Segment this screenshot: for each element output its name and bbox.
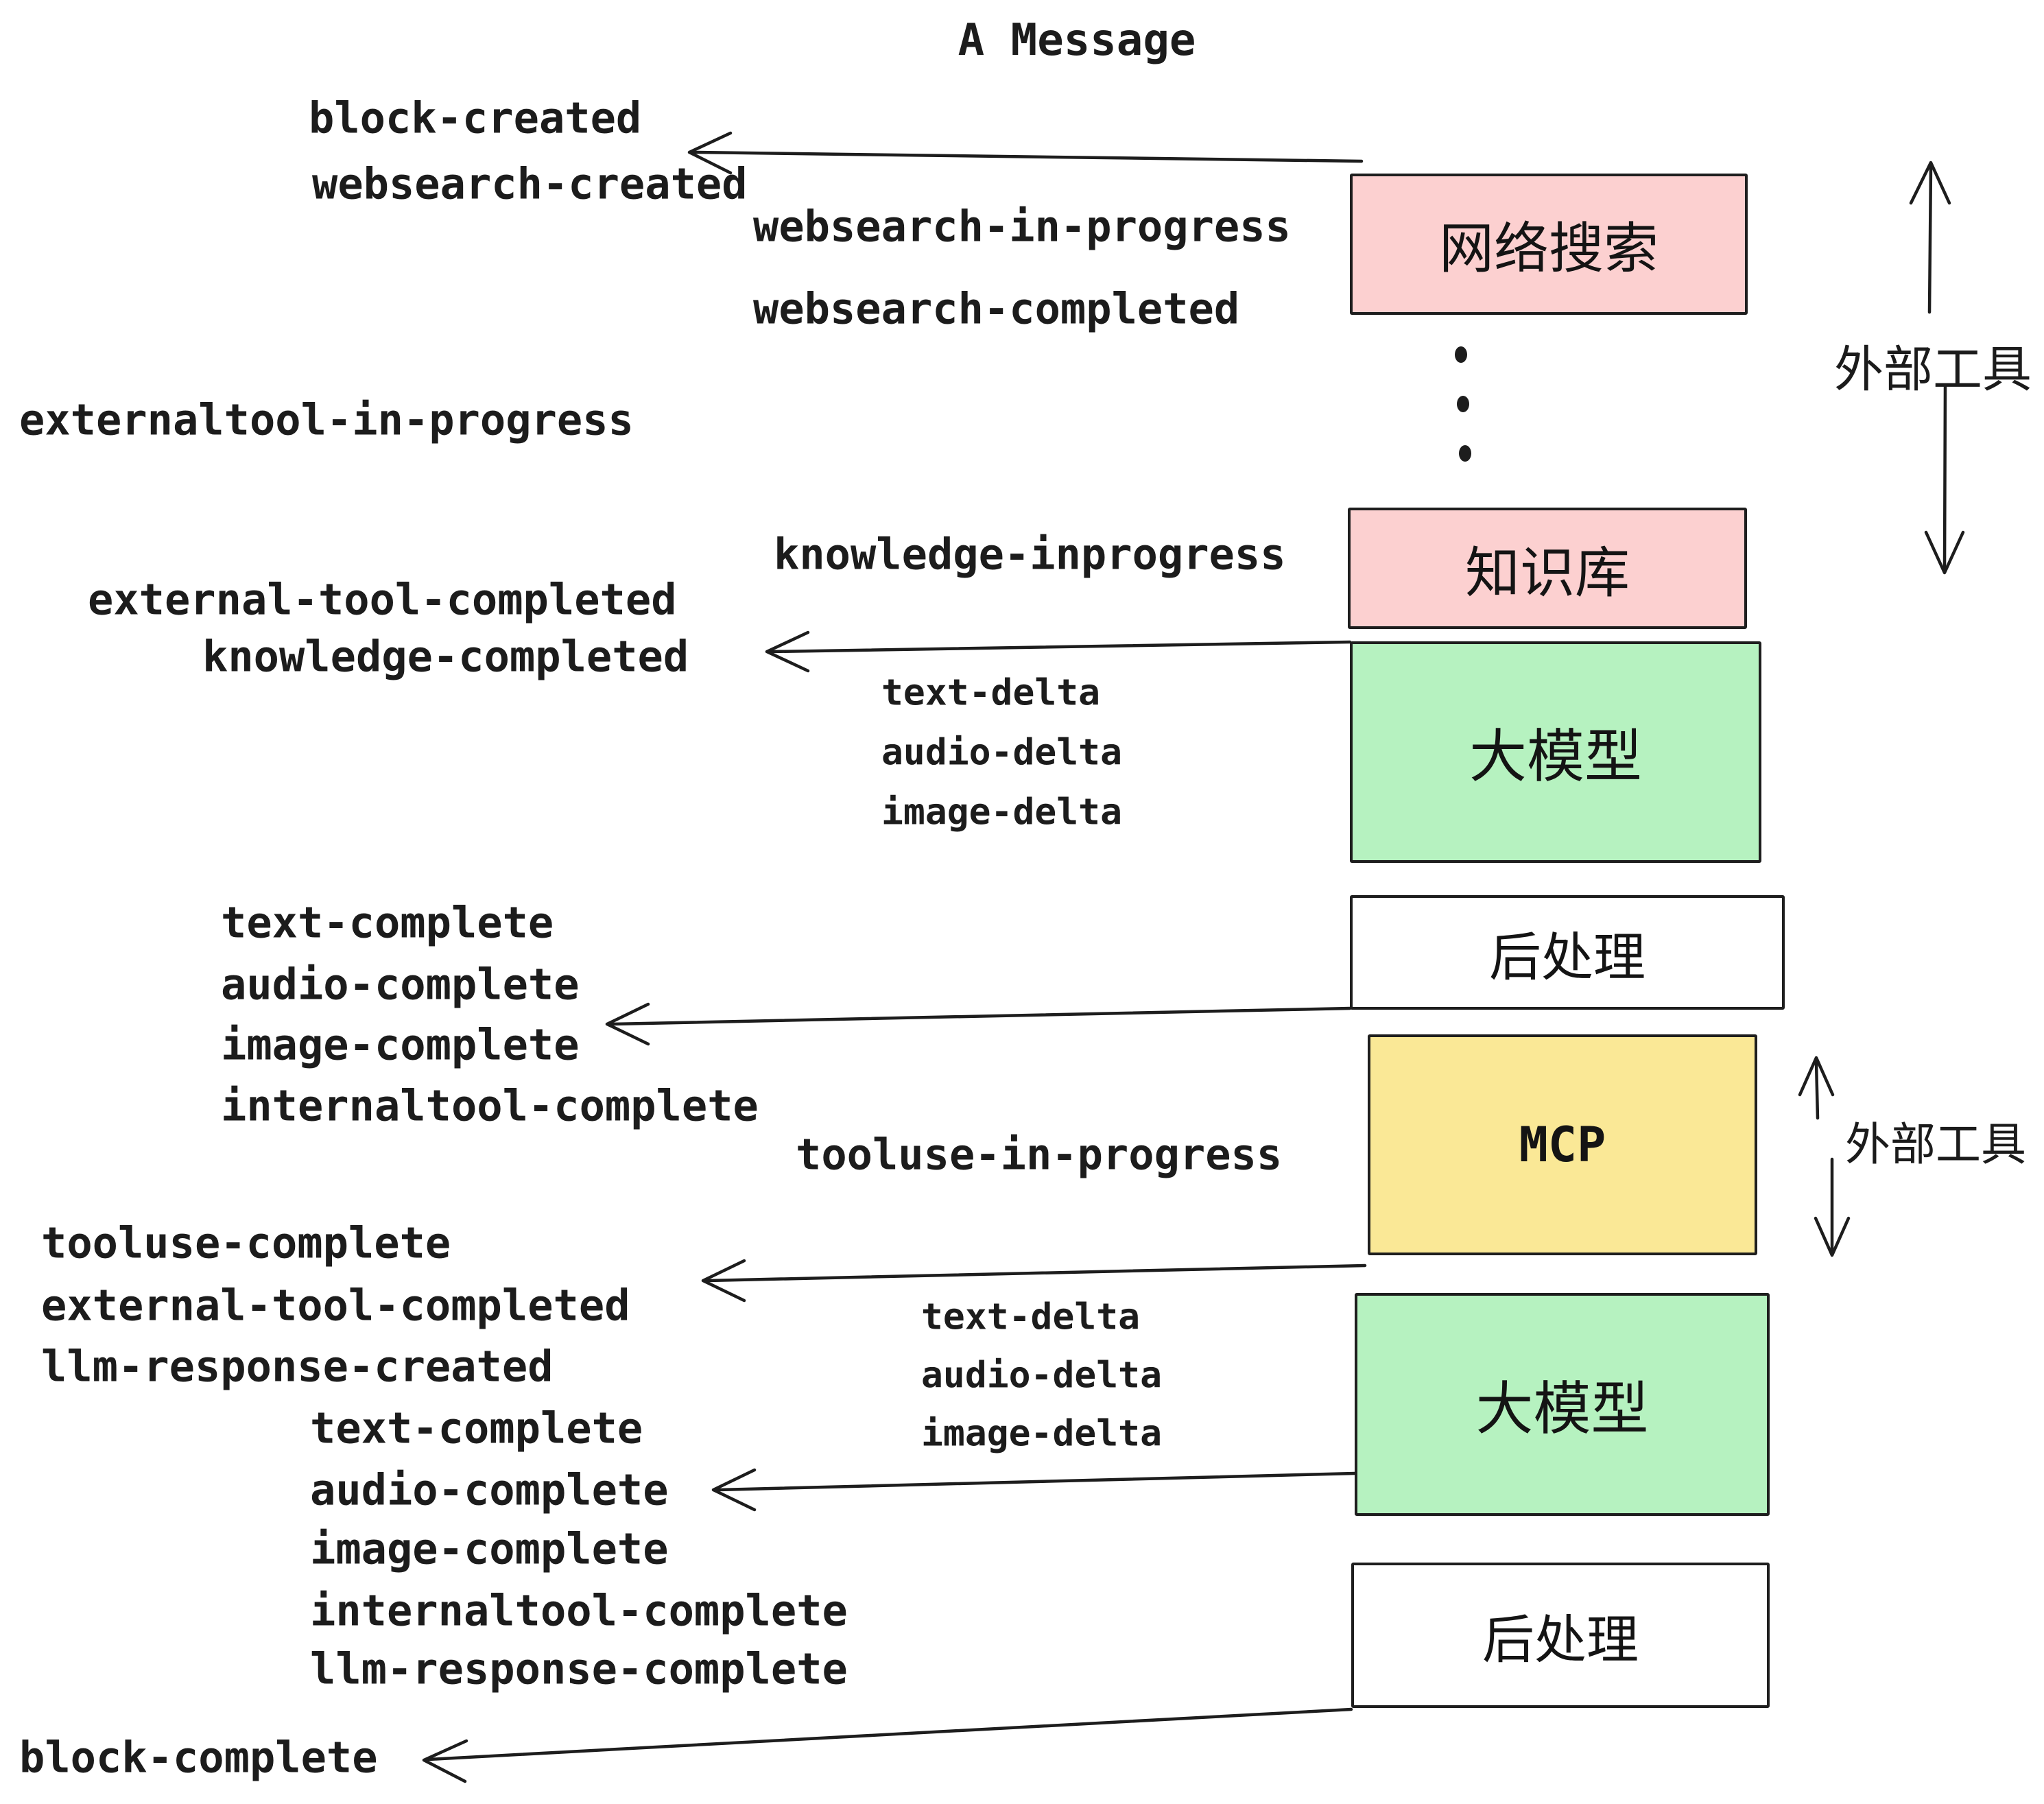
arrow-post1-to-complete-icon	[605, 1002, 1352, 1046]
arrow-llm1-to-knowledge-completed-icon	[765, 630, 1352, 673]
event-label-llm-response-complete: llm-response-complete	[310, 1643, 848, 1694]
node-websearch: 网络搜索	[1350, 174, 1748, 315]
arrow-llm2-to-complete-icon	[711, 1468, 1357, 1512]
event-label-knowledge-inprogress: knowledge-inprogress	[774, 529, 1286, 580]
node-llm-1-label: 大模型	[1469, 724, 1642, 789]
external-tools-mcp-up-arrow-icon	[1798, 1056, 1835, 1120]
node-llm-2: 大模型	[1355, 1293, 1770, 1516]
arrow-mcp-to-tooluse-complete-icon	[701, 1259, 1367, 1303]
external-tools-mcp-down-arrow-icon	[1814, 1157, 1851, 1257]
event-label-text-delta-1: text-delta	[881, 672, 1101, 714]
diagram-title: A Message	[958, 15, 1196, 66]
node-postprocess-1-label: 后处理	[1489, 928, 1645, 987]
event-label-websearch-completed: websearch-completed	[753, 283, 1240, 334]
event-label-image-delta-1: image-delta	[881, 791, 1122, 833]
event-label-websearch-in-progress: websearch-in-progress	[753, 201, 1291, 252]
event-label-text-complete-1: text-complete	[221, 897, 554, 948]
node-mcp-label: MCP	[1519, 1117, 1606, 1173]
event-label-image-complete-2: image-complete	[310, 1523, 669, 1574]
external-tools-top-up-arrow-icon	[1909, 161, 1951, 314]
event-label-block-complete: block-complete	[19, 1732, 378, 1783]
event-label-tooluse-complete: tooluse-complete	[41, 1218, 451, 1268]
event-label-knowledge-completed: knowledge-completed	[202, 631, 689, 682]
node-postprocess-2-label: 后处理	[1482, 1611, 1639, 1670]
node-websearch-label: 网络搜索	[1439, 218, 1659, 279]
event-label-internaltool-complete-1: internaltool-complete	[221, 1080, 759, 1131]
arrow-websearch-to-created-icon	[687, 131, 1364, 175]
external-tools-top-down-arrow-icon	[1924, 383, 1965, 575]
event-label-image-complete-1: image-complete	[221, 1019, 580, 1070]
node-mcp: MCP	[1368, 1034, 1757, 1255]
event-label-external-tool-completed-1: external-tool-completed	[88, 574, 677, 625]
node-knowledge: 知识库	[1348, 508, 1747, 629]
node-llm-1: 大模型	[1350, 641, 1761, 863]
event-label-text-complete-2: text-complete	[310, 1403, 643, 1453]
event-label-audio-delta-1: audio-delta	[881, 731, 1122, 774]
node-llm-2-label: 大模型	[1475, 1377, 1649, 1441]
arrow-post2-to-block-complete-icon	[422, 1707, 1353, 1783]
node-postprocess-2: 后处理	[1351, 1563, 1770, 1708]
node-knowledge-label: 知识库	[1465, 542, 1630, 604]
vertical-ellipsis-icon	[1455, 346, 1471, 462]
event-label-llm-response-created: llm-response-created	[41, 1341, 554, 1392]
event-label-text-delta-2: text-delta	[921, 1296, 1141, 1338]
event-label-audio-complete-2: audio-complete	[310, 1464, 669, 1515]
event-label-audio-complete-1: audio-complete	[221, 959, 580, 1010]
event-label-websearch-created: websearch-created	[312, 158, 748, 209]
event-label-externaltool-in-progress: externaltool-in-progress	[19, 394, 634, 445]
event-label-internaltool-complete-2: internaltool-complete	[310, 1585, 848, 1636]
event-label-external-tool-completed-2: external-tool-completed	[41, 1280, 630, 1331]
event-label-block-created: block-created	[309, 93, 642, 143]
event-label-image-delta-2: image-delta	[921, 1412, 1162, 1455]
event-label-tooluse-in-progress: tooluse-in-progress	[796, 1129, 1283, 1180]
external-tools-mcp-label: 外部工具	[1845, 1119, 2026, 1170]
event-label-audio-delta-2: audio-delta	[921, 1354, 1162, 1397]
external-tools-top-label: 外部工具	[1833, 342, 2032, 398]
node-postprocess-1: 后处理	[1350, 895, 1785, 1010]
